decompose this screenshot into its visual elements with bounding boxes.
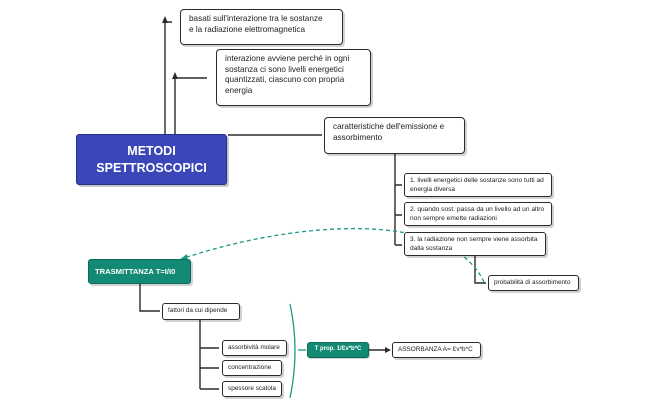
node-t-proportional[interactable]: T prop. 1/Ɛv*b*C xyxy=(307,342,369,358)
arrow-absorbance xyxy=(385,347,391,353)
connector-emission-tree xyxy=(394,154,402,246)
node-emission-transition[interactable]: 2. quando sost. passa da un livello ad u… xyxy=(404,202,552,226)
node-emission-absorption[interactable]: caratteristiche dell'emissione e assorbi… xyxy=(324,117,465,154)
arrow-top xyxy=(162,16,168,23)
node-cell-thickness[interactable]: spessore scatola xyxy=(222,381,282,397)
node-absorption-radiation[interactable]: 3. la radiazione non sempre viene assorb… xyxy=(404,232,546,256)
connector-root-middle xyxy=(174,77,207,135)
node-quantized-levels[interactable]: interazione avviene perché in ogni sosta… xyxy=(216,49,371,106)
factors-bracket xyxy=(289,303,296,399)
node-concentration[interactable]: concentrazione xyxy=(222,360,282,376)
connector-root-top xyxy=(164,21,172,135)
node-molar-absorptivity[interactable]: assorbività molare xyxy=(222,340,287,356)
node-transmittance[interactable]: TRASMITTANZA T=I/I0 xyxy=(88,259,191,284)
connector-transmittance-factors xyxy=(139,284,160,312)
root-node[interactable]: METODI SPETTROSCOPICI xyxy=(76,134,227,185)
node-absorbance[interactable]: ASSORBANZA A= Ɛv*b*C xyxy=(392,342,481,358)
connector-factors-tree xyxy=(199,320,219,390)
node-absorption-probability[interactable]: probabilità di assorbimento xyxy=(488,275,579,291)
node-radiation-interaction[interactable]: basati sull'interazione tra le sostanze … xyxy=(180,9,343,45)
connector-probability xyxy=(474,256,486,284)
node-factors[interactable]: fattori da cui dipende xyxy=(162,303,240,320)
node-energy-levels[interactable]: 1. livelli energetici delle sostanze son… xyxy=(404,173,552,197)
arrow-middle xyxy=(172,72,178,79)
